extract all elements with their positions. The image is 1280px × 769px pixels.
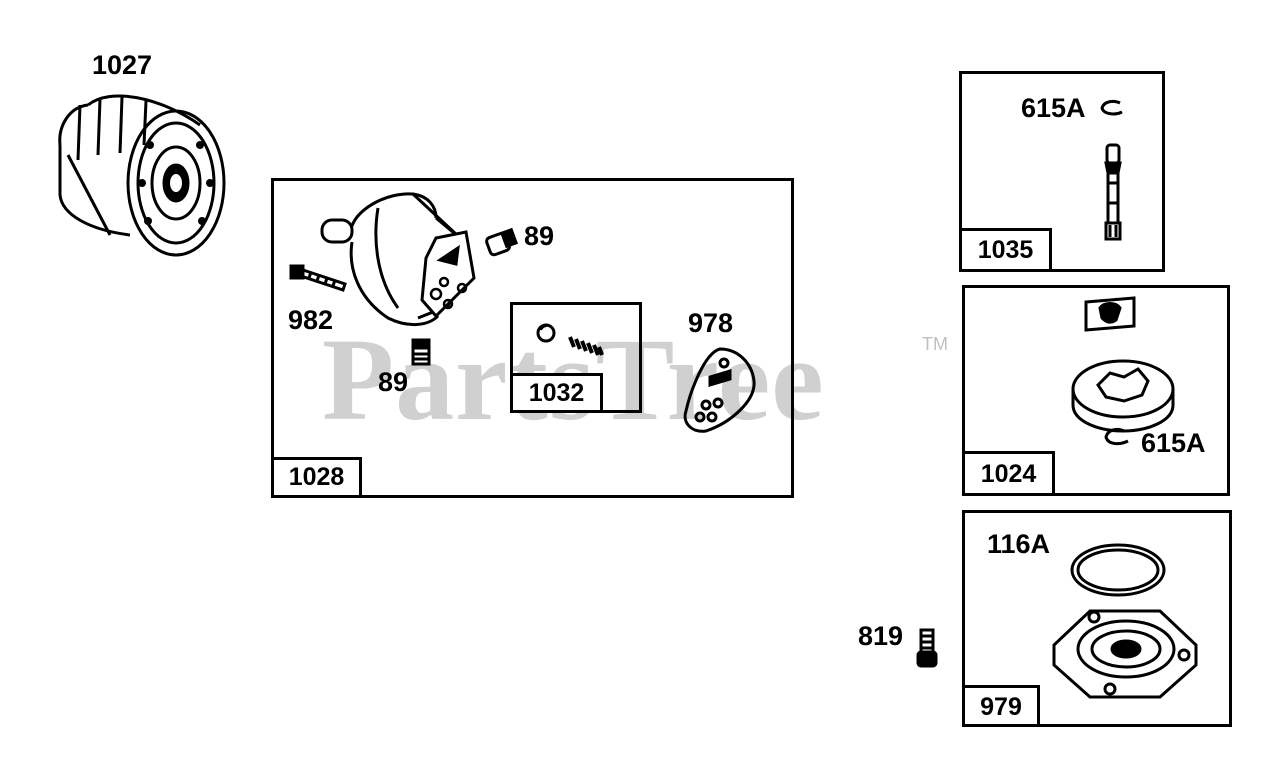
pump-cover-part[interactable] [1050,605,1200,705]
callout-89-top[interactable]: 89 [524,221,555,251]
callout-978[interactable]: 978 [688,308,734,338]
oil-filter-part[interactable] [50,85,240,265]
relief-spring-part[interactable] [566,333,606,359]
retaining-ring-mid-part[interactable] [1102,427,1132,446]
rotor-kit-box [962,285,1230,496]
pipe-plug-top-part[interactable] [484,227,520,257]
callout-1027[interactable]: 1027 [92,50,153,80]
oil-pump-assembly-box [271,178,794,498]
drive-shaft-part[interactable] [1098,143,1128,243]
watermark-trademark: TM [922,334,948,354]
callout-116A[interactable]: 116A [987,529,1051,559]
callout-615A-mid[interactable]: 615A [1141,428,1206,458]
shaft-kit-box [959,71,1165,272]
cover-kit-box [962,510,1232,727]
bolt-part[interactable] [915,628,939,670]
kit-label-1024[interactable]: 1024 [965,451,1055,493]
relief-ball-part[interactable] [535,322,557,344]
kit-label-1035[interactable]: 1035 [962,228,1052,269]
kit-label-1032[interactable]: 1032 [513,373,603,410]
relief-valve-kit-box [510,302,642,413]
pipe-plug-bottom-part[interactable] [409,338,433,368]
retaining-ring-top-part[interactable] [1098,99,1126,116]
screw-part[interactable] [289,262,349,292]
callout-982[interactable]: 982 [288,305,334,335]
kit-label-1028[interactable]: 1028 [274,457,362,495]
callout-819[interactable]: 819 [858,621,904,651]
kit-label-979[interactable]: 979 [965,685,1040,724]
callout-89-bottom[interactable]: 89 [378,367,409,397]
inner-rotor-part[interactable] [1080,292,1140,338]
outer-rotor-part[interactable] [1068,355,1178,435]
pump-housing-part[interactable] [318,188,478,338]
gasket-plate-part[interactable] [680,345,760,435]
o-ring-part[interactable] [1068,540,1168,600]
callout-615A-top[interactable]: 615A [1021,93,1086,123]
